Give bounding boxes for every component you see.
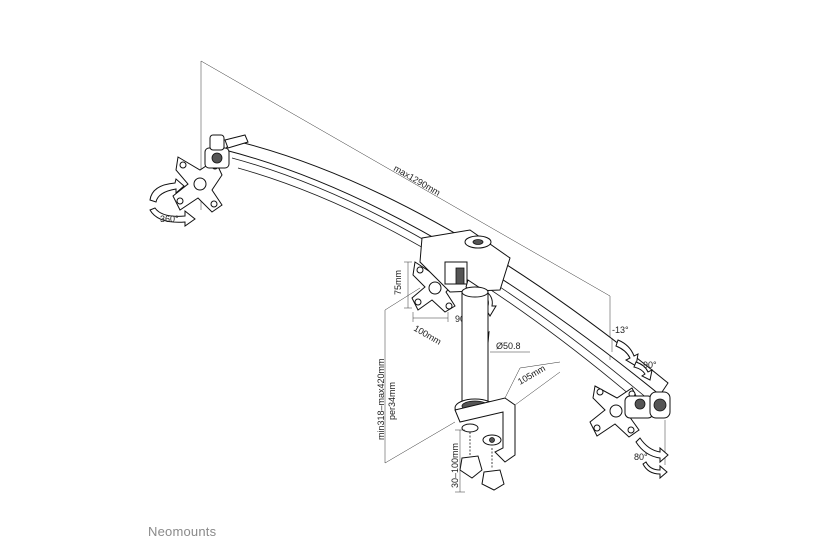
left-monitor-mount <box>172 134 249 213</box>
right-swivel-indicator: 80° <box>634 420 669 480</box>
pole-step-label: per34mm <box>387 382 397 420</box>
right-monitor-mount <box>589 385 671 438</box>
right-swivel-label: 80° <box>634 452 648 462</box>
clamp-depth-label: 105mm <box>516 363 547 387</box>
center-hub <box>419 229 511 296</box>
tilt-up-label: -13° <box>612 325 629 335</box>
pole-height-dimension: min318–max420mm per34mm <box>376 287 456 464</box>
tilt-down-label: 90° <box>643 360 657 370</box>
pole: Ø50.8 <box>461 286 530 409</box>
pole-height-range-label: min318–max420mm <box>376 358 386 440</box>
rotate-360-label: 360° <box>160 214 179 224</box>
desk-thickness-dimension: 30–100mm <box>450 429 465 493</box>
clamp-bolts <box>459 423 505 491</box>
total-width-label: max1290mm <box>392 163 442 198</box>
pole-diameter-label: Ø50.8 <box>496 341 521 351</box>
rotate-360-indicator: 360° <box>149 178 196 227</box>
vesa-width-label: 100mm <box>412 323 443 347</box>
desk-thickness-label: 30–100mm <box>450 443 460 488</box>
tilt-indicator: -13° 90° <box>611 325 657 381</box>
brand-logo: Neomounts <box>148 524 217 539</box>
vesa-height-label: 75mm <box>393 270 403 295</box>
